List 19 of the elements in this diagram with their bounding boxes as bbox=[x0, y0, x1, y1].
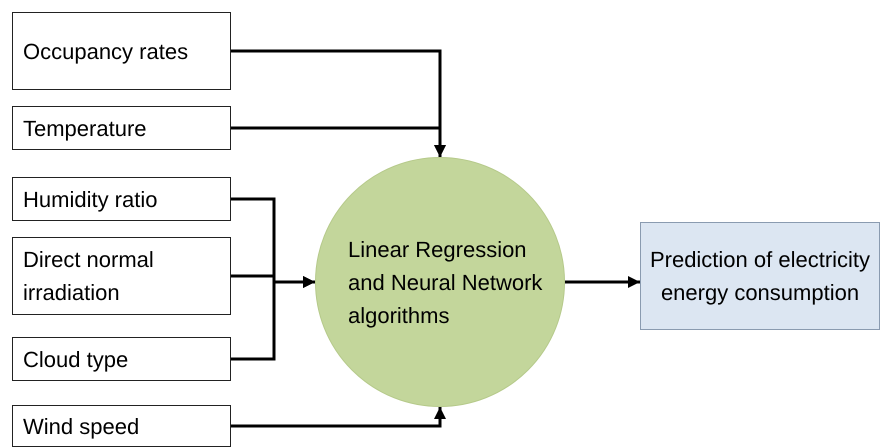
node-label: Linear Regression and Neural Network algorithms bbox=[348, 236, 544, 330]
input-box bbox=[12, 405, 231, 447]
arrow bbox=[231, 126, 446, 157]
node-label: Cloud type bbox=[23, 346, 128, 374]
input-box bbox=[12, 12, 231, 90]
input-box bbox=[12, 177, 231, 221]
input-box bbox=[12, 106, 231, 150]
node-label: Direct normal irradiation bbox=[23, 246, 155, 307]
arrow bbox=[565, 276, 640, 288]
node-label: Temperature bbox=[23, 114, 147, 143]
input-box bbox=[12, 337, 231, 381]
node-label: Humidity ratio bbox=[23, 186, 158, 214]
input-box bbox=[12, 237, 231, 315]
arrow bbox=[231, 276, 315, 360]
node-label: Occupancy rates bbox=[23, 38, 188, 66]
node-label: Prediction of electricity energy consumption bbox=[649, 246, 871, 307]
arrow bbox=[231, 407, 446, 428]
output-box bbox=[640, 222, 880, 330]
node-label: Wind speed bbox=[23, 412, 140, 441]
